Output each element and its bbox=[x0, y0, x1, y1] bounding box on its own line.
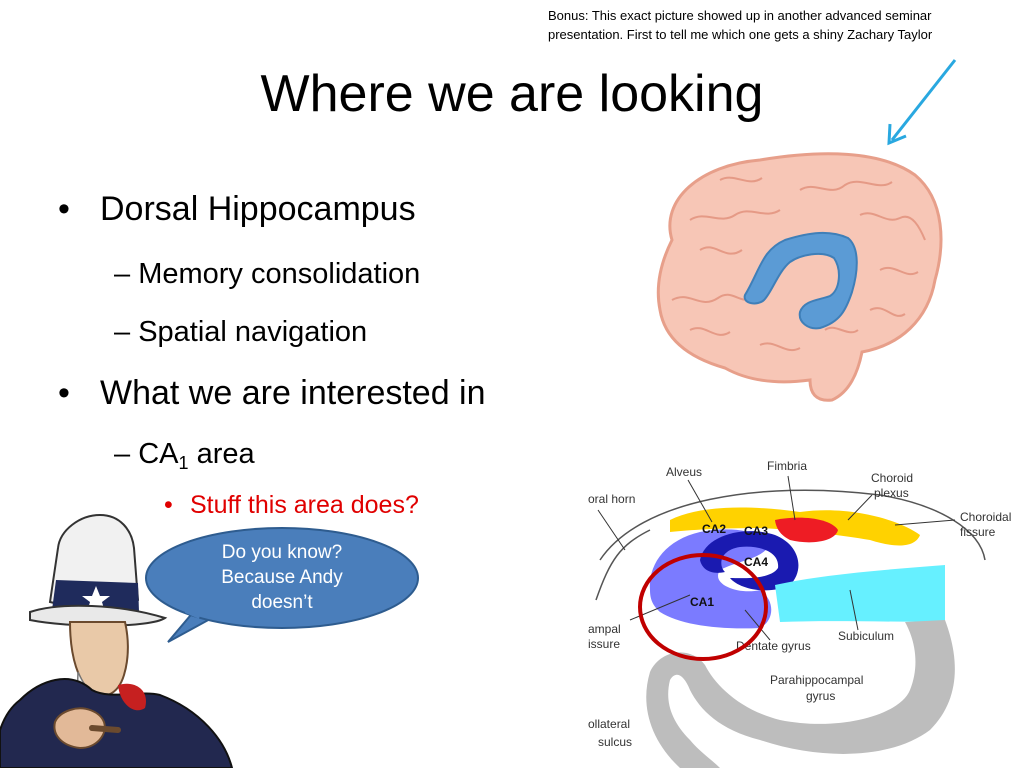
bonus-note: Bonus: This exact picture showed up in a… bbox=[548, 6, 1018, 44]
label-ca2: CA2 bbox=[702, 522, 726, 536]
label-ca1: CA1 bbox=[690, 595, 714, 609]
sub-bullet-ca1: – CA1 area bbox=[114, 436, 255, 481]
dash: – bbox=[114, 258, 131, 290]
sub-sub-bullet-text: Stuff this area does? bbox=[190, 491, 419, 519]
sub-bullet-memory: – Memory consolidation bbox=[114, 256, 420, 292]
bullet-text: What we are interested in bbox=[100, 374, 486, 412]
sub-sub-bullet-stuff: • Stuff this area does? bbox=[164, 490, 419, 520]
bubble-line-2: Because Andy bbox=[221, 567, 343, 588]
sub-bullet-spatial: – Spatial navigation bbox=[114, 314, 367, 350]
speech-bubble bbox=[145, 527, 419, 643]
label-choroidal-fissure-2: fissure bbox=[960, 525, 996, 539]
bullet-dot: • bbox=[58, 374, 70, 412]
dash: – bbox=[114, 316, 131, 348]
bonus-line-1: Bonus: This exact picture showed up in a… bbox=[548, 8, 932, 23]
label-alveus: Alveus bbox=[666, 465, 702, 479]
speech-bubble-text: Do you know? Because Andy doesn’t bbox=[164, 540, 400, 615]
bullet-interested-in: • What we are interested in bbox=[58, 372, 486, 414]
label-ca4: CA4 bbox=[744, 555, 768, 569]
bullet-dot: • bbox=[58, 190, 70, 228]
bubble-line-3: doesn’t bbox=[251, 592, 313, 613]
bonus-line-2: presentation. First to tell me which one… bbox=[548, 27, 933, 42]
label-collateral-2: sulcus bbox=[598, 735, 632, 749]
uncle-sam-illustration bbox=[0, 513, 234, 768]
label-collateral-1: ollateral bbox=[588, 717, 630, 731]
label-parahippocampal-1: Parahippocampal bbox=[770, 673, 863, 687]
sub-bullet-text: Spatial navigation bbox=[138, 316, 368, 348]
bubble-line-1: Do you know? bbox=[221, 542, 343, 563]
slide-title: Where we are looking bbox=[260, 65, 764, 123]
label-subiculum: Subiculum bbox=[838, 629, 894, 643]
label-ca3: CA3 bbox=[744, 524, 768, 538]
highlight-circle bbox=[638, 553, 768, 661]
label-choroidal-fissure-1: Choroidal bbox=[960, 510, 1011, 524]
label-dentate-gyrus: Dentate gyrus bbox=[736, 639, 811, 653]
dash: – bbox=[114, 438, 131, 470]
bullet-dot: • bbox=[164, 491, 173, 519]
label-fimbria: Fimbria bbox=[767, 459, 807, 473]
ca-subscript: 1 bbox=[178, 453, 189, 473]
arrow-down-left-icon bbox=[887, 59, 957, 146]
bullet-dorsal-hippocampus: • Dorsal Hippocampus bbox=[58, 188, 416, 230]
label-choroid-plexus-2: plexus bbox=[874, 486, 909, 500]
brain-illustration bbox=[656, 152, 943, 402]
ca-suffix: area bbox=[188, 438, 255, 470]
label-hippocampal-fissure-2: issure bbox=[588, 637, 620, 651]
label-parahippocampal-2: gyrus bbox=[806, 689, 835, 703]
label-hippocampal-fissure-1: ampal bbox=[588, 622, 621, 636]
sub-bullet-text: Memory consolidation bbox=[138, 258, 421, 290]
hippocampus-diagram: Alveus Fimbria Choroid plexus oral horn … bbox=[588, 455, 1024, 768]
label-temporal-horn: oral horn bbox=[588, 492, 635, 506]
label-choroid-plexus-1: Choroid bbox=[871, 471, 913, 485]
bullet-text: Dorsal Hippocampus bbox=[100, 190, 416, 228]
ca-prefix: CA bbox=[138, 438, 179, 470]
